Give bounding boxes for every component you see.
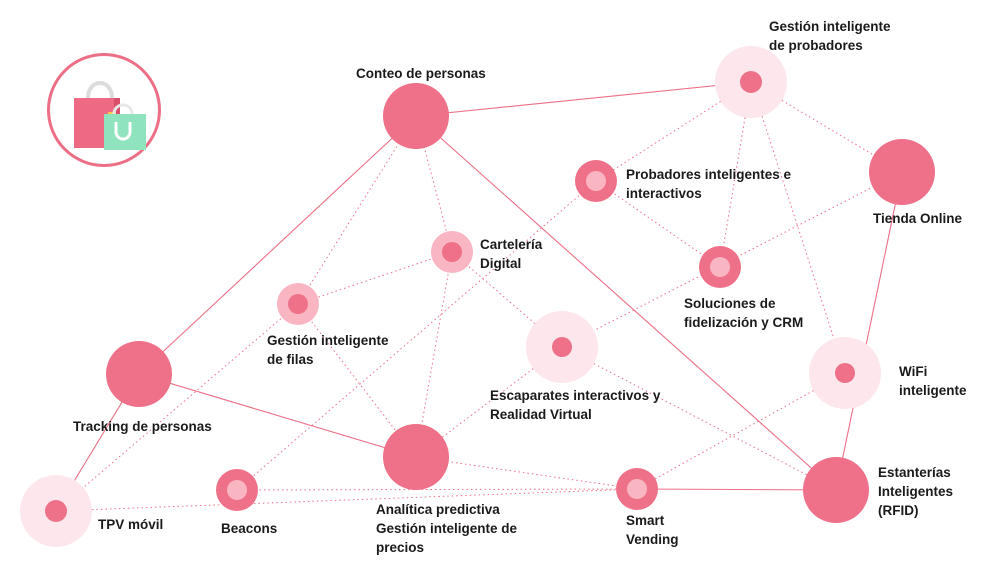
edge-analitica-vending — [415, 456, 638, 490]
edge-conteo-estanterias — [415, 115, 837, 491]
shopping-bags-icon — [74, 81, 146, 150]
label-line: fidelización y CRM — [684, 315, 804, 330]
label-estanterias: Estanterías Inteligentes (RFID) — [878, 463, 953, 520]
label-probadores-interactivos: Probadores inteligentes e interactivos — [626, 165, 791, 203]
node-filas — [277, 283, 319, 325]
label-line: Smart — [626, 513, 665, 528]
node-vending — [616, 468, 658, 510]
node-probadores-gestion-core — [740, 71, 762, 93]
node-escaparates-core — [552, 337, 572, 357]
node-probadores-gestion — [715, 46, 787, 118]
edge-probadores-gestion-probadores-interactivos — [595, 81, 752, 182]
label-wifi: WiFi inteligente — [899, 362, 967, 400]
node-fidelizacion-core — [710, 257, 730, 277]
label-line: WiFi — [899, 364, 928, 379]
edge-tienda-online-escaparates — [561, 171, 903, 348]
label-fidelizacion: Soluciones de fidelización y CRM — [684, 294, 803, 332]
label-line: de probadores — [769, 38, 863, 53]
label-tienda-online: Tienda Online — [873, 209, 962, 228]
label-line: Tracking de personas — [73, 419, 212, 434]
edge-filas-tpv — [55, 303, 299, 512]
label-line: Estanterías — [878, 465, 951, 480]
edge-wifi-vending — [636, 372, 846, 490]
logo — [47, 53, 161, 167]
label-line: Gestión inteligente — [769, 19, 891, 34]
label-tpv: TPV móvil — [98, 515, 163, 534]
label-line: TPV móvil — [98, 517, 164, 532]
edge-escaparates-estanterias — [561, 346, 837, 491]
label-line: interactivos — [626, 186, 702, 201]
label-beacons: Beacons — [221, 519, 277, 538]
label-line: inteligente — [899, 383, 967, 398]
label-line: Digital — [480, 256, 522, 271]
node-vending-core — [627, 479, 647, 499]
label-line: Conteo de personas — [356, 66, 486, 81]
edge-conteo-tracking — [138, 115, 417, 375]
node-tienda-online — [869, 139, 935, 205]
node-carteleria-core — [442, 242, 462, 262]
label-line: precios — [376, 540, 425, 555]
node-tpv-core — [45, 500, 67, 522]
label-tracking: Tracking de personas — [73, 417, 212, 436]
label-escaparates: Escaparates interactivos y Realidad Virt… — [490, 386, 660, 424]
label-line: Analítica predictiva — [376, 502, 500, 517]
label-line: Gestión inteligente de — [376, 521, 518, 536]
label-vending: Smart Vending — [626, 511, 679, 549]
edge-tpv-vending — [55, 488, 638, 512]
label-filas: Gestión inteligente de filas — [267, 331, 389, 369]
node-tracking — [106, 341, 172, 407]
node-beacons — [216, 469, 258, 511]
node-estanterias — [803, 457, 869, 523]
node-filas-core — [288, 294, 308, 314]
label-line: (RFID) — [878, 503, 919, 518]
edge-filas-analitica — [297, 303, 417, 458]
edge-probadores-gestion-wifi — [750, 81, 846, 374]
edge-carteleria-escaparates — [451, 251, 563, 348]
label-line: Probadores inteligentes e — [626, 167, 792, 182]
label-line: Soluciones de — [684, 296, 776, 311]
label-analitica: Analítica predictiva Gestión inteligente… — [376, 500, 517, 557]
node-analitica — [383, 424, 449, 490]
label-conteo: Conteo de personas — [356, 64, 486, 83]
node-conteo — [383, 83, 449, 149]
node-escaparates — [526, 311, 598, 383]
node-probadores-interactivos-core — [586, 171, 606, 191]
node-fidelizacion — [699, 246, 741, 288]
edge-tienda-online-estanterias — [835, 171, 903, 491]
node-wifi-core — [835, 363, 855, 383]
edge-estanterias-vending — [636, 488, 837, 491]
edge-beacons-vending — [236, 488, 638, 491]
edge-carteleria-analitica — [415, 251, 453, 458]
label-line: Realidad Virtual — [490, 407, 592, 422]
label-line: Beacons — [221, 521, 278, 536]
edge-tracking-analitica — [138, 373, 417, 458]
label-line: Cartelería — [480, 237, 543, 252]
label-line: Escaparates interactivos y — [490, 388, 661, 403]
label-carteleria: Cartelería Digital — [480, 235, 542, 273]
label-line: Gestión inteligente — [267, 333, 389, 348]
label-line: Tienda Online — [873, 211, 963, 226]
node-carteleria — [431, 231, 473, 273]
edge-conteo-probadores-gestion — [415, 81, 752, 117]
label-probadores-gestion: Gestión inteligente de probadores — [769, 17, 891, 55]
label-line: Inteligentes — [878, 484, 954, 499]
label-line: de filas — [267, 352, 314, 367]
label-line: Vending — [626, 532, 679, 547]
node-wifi — [809, 337, 881, 409]
edge-carteleria-filas — [297, 251, 453, 305]
edge-conteo-filas — [297, 115, 417, 305]
node-probadores-interactivos — [575, 160, 617, 202]
node-beacons-core — [227, 480, 247, 500]
edge-escaparates-analitica — [415, 346, 563, 458]
node-tpv — [20, 475, 92, 547]
